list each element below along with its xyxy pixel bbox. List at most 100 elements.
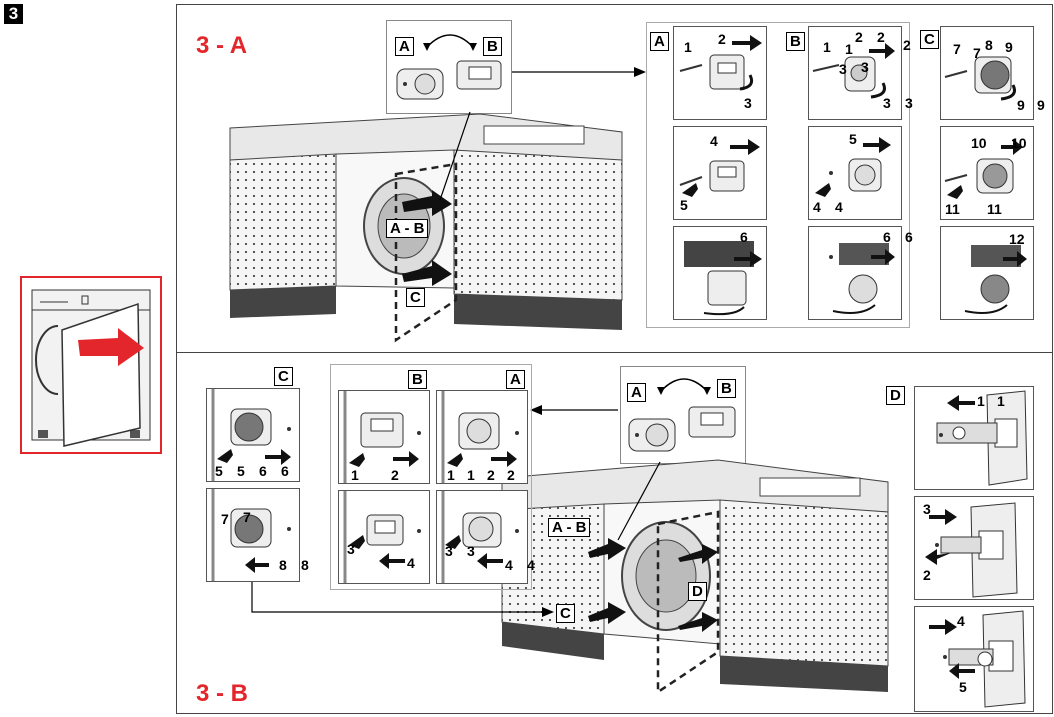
hinge-bracket-illustration bbox=[915, 497, 1033, 599]
section-a-panel-b3: 6 6 bbox=[808, 226, 902, 320]
section-a-panel-b1: 1 1 2 2 2 3 3 3 3 bbox=[808, 26, 902, 120]
section-a-heading: 3 - A bbox=[196, 32, 247, 60]
step-label: 5 bbox=[680, 197, 688, 213]
step-label: 7 bbox=[243, 509, 251, 525]
hinge-step-illustration bbox=[339, 491, 429, 583]
swap-arrow-icon bbox=[657, 371, 711, 395]
step-label: 7 bbox=[973, 45, 981, 61]
section-a-panel-tag-c: C bbox=[920, 30, 939, 49]
section-b-d-label: D bbox=[688, 582, 707, 601]
step-label: 2 bbox=[877, 29, 885, 45]
section-b-heading: 3 - B bbox=[196, 680, 248, 708]
step-label: 11 bbox=[987, 201, 1002, 217]
step-label: 2 bbox=[507, 467, 515, 483]
section-a-panel-tag-a: A bbox=[650, 32, 669, 51]
section-b-panel-tag-d: D bbox=[886, 386, 905, 405]
step-label: 6 bbox=[740, 229, 748, 245]
swap-tag-b: B bbox=[483, 37, 502, 56]
step-label: 1 bbox=[997, 393, 1005, 409]
step-label: 6 bbox=[259, 463, 267, 479]
step-label: 4 bbox=[813, 199, 821, 215]
divider-horizontal bbox=[176, 352, 1052, 353]
section-b-panel-c2: 7 7 8 8 bbox=[206, 488, 300, 582]
step-label: 2 bbox=[718, 31, 726, 47]
section-b-c-label: C bbox=[556, 604, 575, 623]
section-a-panel-c1: 7 7 8 9 9 9 bbox=[940, 26, 1034, 120]
door-open-overview-illustration bbox=[20, 276, 162, 454]
step-label: 5 bbox=[237, 463, 245, 479]
step-label: 2 bbox=[487, 467, 495, 483]
step-label: 12 bbox=[1009, 231, 1025, 247]
hinge-step-illustration bbox=[437, 491, 527, 583]
step-label: 10 bbox=[971, 135, 987, 151]
step-label: 3 bbox=[744, 95, 752, 111]
section-a-panel-a2: 4 5 bbox=[673, 126, 767, 220]
step-label: 8 bbox=[301, 557, 309, 573]
step-label: 6 bbox=[905, 229, 913, 245]
step-label: 9 bbox=[1037, 97, 1045, 113]
step-label: 1 bbox=[845, 41, 853, 57]
section-b-panel-tag-c: C bbox=[274, 367, 293, 386]
section-b-cabinet-illustration bbox=[498, 448, 894, 702]
step-label: 6 bbox=[281, 463, 289, 479]
step-label: 4 bbox=[835, 199, 843, 215]
step-label: 3 bbox=[347, 541, 355, 557]
section-b-panel-a2: 3 3 4 4 bbox=[436, 490, 528, 584]
section-a-ab-label: A - B bbox=[386, 219, 428, 238]
section-a-panel-a3: 6 bbox=[673, 226, 767, 320]
step-label: 2 bbox=[855, 29, 863, 45]
section-b-panel-tag-a: A bbox=[506, 370, 525, 389]
step-label: 4 bbox=[407, 555, 415, 571]
section-b-panel-b1: 1 2 bbox=[338, 390, 430, 484]
step-label: 6 bbox=[883, 229, 891, 245]
step-label: 2 bbox=[923, 567, 931, 583]
section-b-panel-tag-b: B bbox=[408, 370, 427, 389]
step-label: 3 bbox=[923, 501, 931, 517]
swap-tag-b: B bbox=[717, 379, 736, 398]
step-label: 3 bbox=[467, 543, 475, 559]
step-label: 7 bbox=[221, 511, 229, 527]
section-a-cabinet-illustration bbox=[226, 104, 646, 344]
step-label: 11 bbox=[945, 201, 960, 217]
section-a-panel-c3: 12 bbox=[940, 226, 1034, 320]
step-label: 3 bbox=[905, 95, 913, 111]
step-label: 5 bbox=[215, 463, 223, 479]
section-a-panel-a1: 1 2 3 bbox=[673, 26, 767, 120]
step-label: 5 bbox=[959, 679, 967, 695]
swap-arrow-icon bbox=[423, 27, 477, 51]
step-label: 4 bbox=[527, 557, 535, 573]
hinge-hardware-icon bbox=[395, 57, 505, 109]
step-label: 1 bbox=[467, 467, 475, 483]
step-label: 1 bbox=[447, 467, 455, 483]
swap-tag-a: A bbox=[395, 37, 414, 56]
step-label: 1 bbox=[823, 39, 831, 55]
step-label: 4 bbox=[957, 613, 965, 629]
section-b-panel-d3: 4 5 bbox=[914, 606, 1034, 712]
section-a-panel-b2: 5 4 4 bbox=[808, 126, 902, 220]
step-label: 1 bbox=[977, 393, 985, 409]
section-b-panel-d1: 1 1 bbox=[914, 386, 1034, 490]
step-label: 3 bbox=[839, 61, 847, 77]
step-label: 9 bbox=[1005, 39, 1013, 55]
step-number-badge: 3 bbox=[4, 4, 23, 24]
step-label: 1 bbox=[351, 467, 359, 483]
step-label: 7 bbox=[953, 41, 961, 57]
section-b-panel-c1: 5 5 6 6 bbox=[206, 388, 300, 482]
swap-tag-a: A bbox=[627, 383, 646, 402]
step-label: 4 bbox=[505, 557, 513, 573]
step-label: 3 bbox=[445, 543, 453, 559]
step-label: 1 bbox=[684, 39, 692, 55]
hinge-bracket-illustration bbox=[915, 387, 1033, 489]
section-b-panel-a1: 1 1 2 2 bbox=[436, 390, 528, 484]
step-label: 8 bbox=[279, 557, 287, 573]
hinge-bracket-illustration bbox=[915, 607, 1033, 711]
step-label: 3 bbox=[883, 95, 891, 111]
step-number: 3 bbox=[9, 4, 18, 23]
step-label: 8 bbox=[985, 37, 993, 53]
section-a-swap-callout: A B bbox=[386, 20, 512, 114]
step-label: 10 bbox=[1011, 135, 1027, 151]
hinge-step-illustration bbox=[674, 227, 766, 319]
step-label: 9 bbox=[1017, 97, 1025, 113]
section-a-panel-c2: 10 10 11 11 bbox=[940, 126, 1034, 220]
step-label: 3 bbox=[861, 59, 869, 75]
